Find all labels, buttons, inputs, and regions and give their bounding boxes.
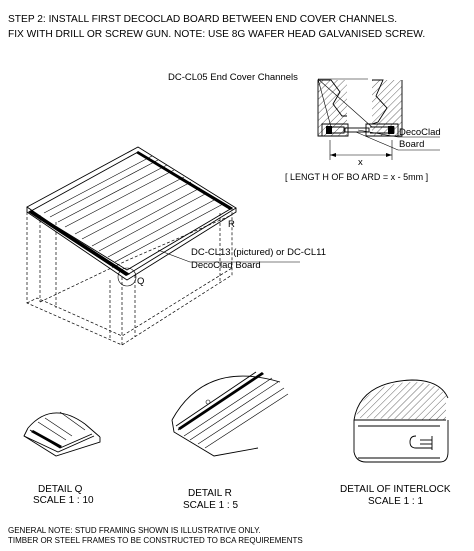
detail-interlock-scale: SCALE 1 : 1 [368,496,423,507]
board-length-note: [ LENGT H OF BO ARD = x - 5mm ] [285,172,428,182]
general-note-line-2: TIMBER OR STEEL FRAMES TO BE CONSTRUCTED… [8,536,303,545]
end-cover-channels-label: DC-CL05 End Cover Channels [168,72,298,83]
dimension-x-label: x [358,157,363,168]
end-cover-channel-section [317,78,440,160]
instruction-line-1: STEP 2: INSTALL FIRST DECOCLAD BOARD BET… [8,14,397,25]
detail-r-drawing [171,371,289,457]
decoclad-board-label-2: Board [399,139,424,150]
detail-q-drawing [23,411,101,457]
detail-q-title: DETAIL Q [38,484,83,495]
detail-interlock-title: DETAIL OF INTERLOCK [340,484,451,495]
instruction-line-2: FIX WITH DRILL OR SCREW GUN. NOTE: USE 8… [8,29,425,40]
detail-interlock-drawing [353,379,449,463]
detail-r-title: DETAIL R [188,488,232,499]
marker-r: R [228,219,235,230]
marker-q: Q [137,276,144,287]
board-spec-label-1: DC-CL13 (pictured) or DC-CL11 [191,247,326,258]
detail-q-scale: SCALE 1 : 10 [33,495,94,506]
decoclad-board-label-1: DecoClad [399,127,441,138]
general-note-line-1: GENERAL NOTE: STUD FRAMING SHOWN IS ILLU… [8,526,261,535]
board-spec-label-2: DecoClad Board [191,260,261,271]
isometric-frame [26,146,237,346]
detail-r-scale: SCALE 1 : 5 [183,500,238,511]
